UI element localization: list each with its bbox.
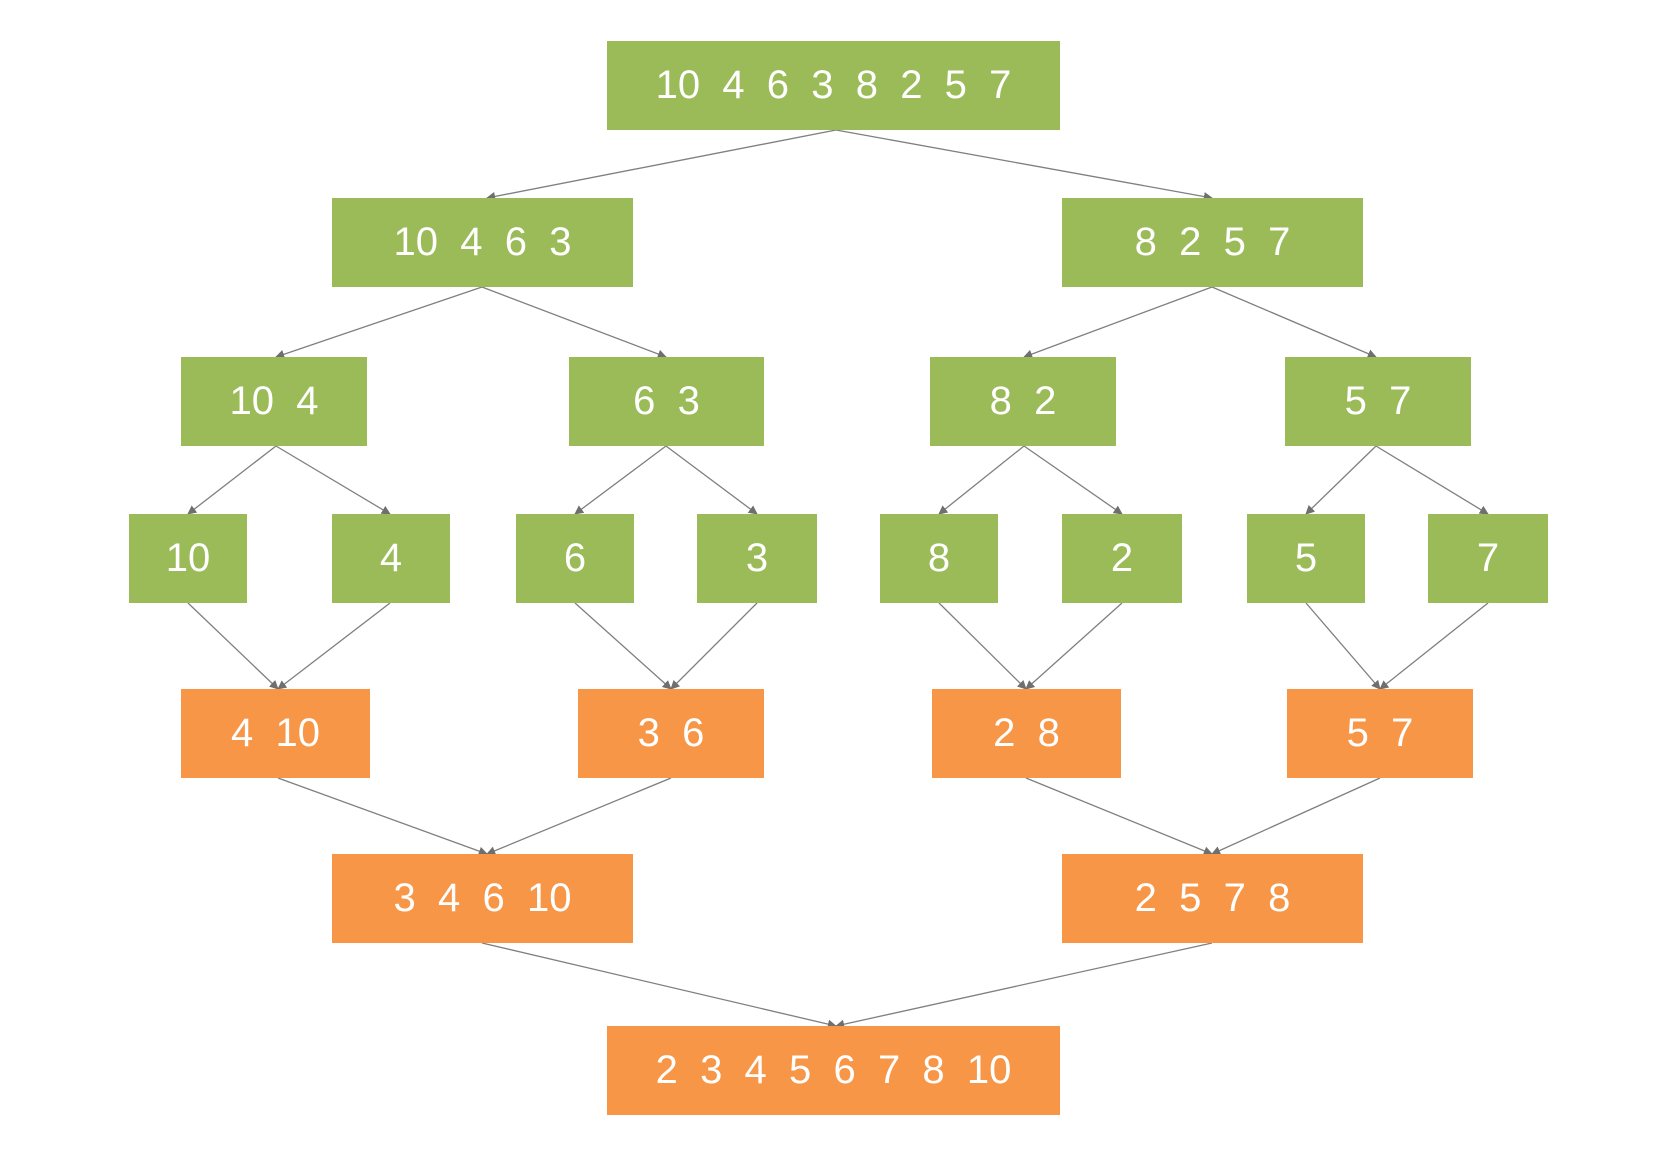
leaf-node-7: 7: [1428, 514, 1548, 603]
merge-node-5-7: 5 7: [1287, 689, 1473, 778]
leaf-node-8: 8: [880, 514, 998, 603]
edge-arrow: [1305, 602, 1381, 690]
leaf-node-6: 6: [516, 514, 634, 603]
edge-arrow: [187, 602, 279, 690]
edge-arrow: [574, 602, 672, 690]
edge-arrow: [1305, 445, 1377, 515]
split-node-right: 8 2 5 7: [1062, 198, 1363, 287]
edge-arrow: [1211, 777, 1381, 855]
split-node-6-3: 6 3: [569, 357, 764, 446]
merge-node-4-10: 4 10: [181, 689, 370, 778]
edge-arrow: [665, 445, 758, 515]
edge-arrow: [277, 602, 391, 690]
edge-arrow: [574, 445, 667, 515]
merge-node-2-8: 2 8: [932, 689, 1121, 778]
leaf-node-3: 3: [697, 514, 817, 603]
edge-arrow: [277, 777, 488, 856]
edge-arrow: [275, 445, 391, 515]
split-node-8-2: 8 2: [930, 357, 1116, 446]
split-node-left: 10 4 6 3: [332, 198, 633, 287]
edge-arrow: [1023, 286, 1213, 359]
edge-arrow: [187, 445, 277, 515]
edge-arrow: [670, 602, 758, 690]
root-node: 10 4 6 3 8 2 5 7: [607, 41, 1060, 130]
edge-arrow: [486, 129, 837, 201]
edge-arrow: [835, 129, 1213, 202]
edge-arrow: [275, 286, 483, 359]
edge-arrow: [938, 602, 1027, 690]
edge-arrow: [1379, 602, 1489, 690]
edge-arrow: [938, 445, 1025, 515]
merge-node-left: 3 4 6 10: [332, 854, 633, 943]
edge-arrow: [1375, 445, 1489, 515]
result-node: 2 3 4 5 6 7 8 10: [607, 1026, 1060, 1115]
edge-arrow: [486, 777, 672, 856]
edge-arrow: [481, 286, 667, 359]
leaf-node-2: 2: [1062, 514, 1182, 603]
leaf-node-4: 4: [332, 514, 450, 603]
edge-arrow: [1211, 286, 1377, 358]
merge-node-3-6: 3 6: [578, 689, 764, 778]
edge-arrow: [1025, 777, 1213, 856]
merge-node-right: 2 5 7 8: [1062, 854, 1363, 943]
split-node-10-4: 10 4: [181, 357, 367, 446]
edge-arrow: [1025, 602, 1123, 690]
edge-arrow: [481, 942, 837, 1029]
split-node-5-7: 5 7: [1285, 357, 1471, 446]
edge-arrow: [1023, 445, 1123, 515]
edge-arrow: [835, 942, 1213, 1029]
leaf-node-10: 10: [129, 514, 247, 603]
leaf-node-5: 5: [1247, 514, 1365, 603]
